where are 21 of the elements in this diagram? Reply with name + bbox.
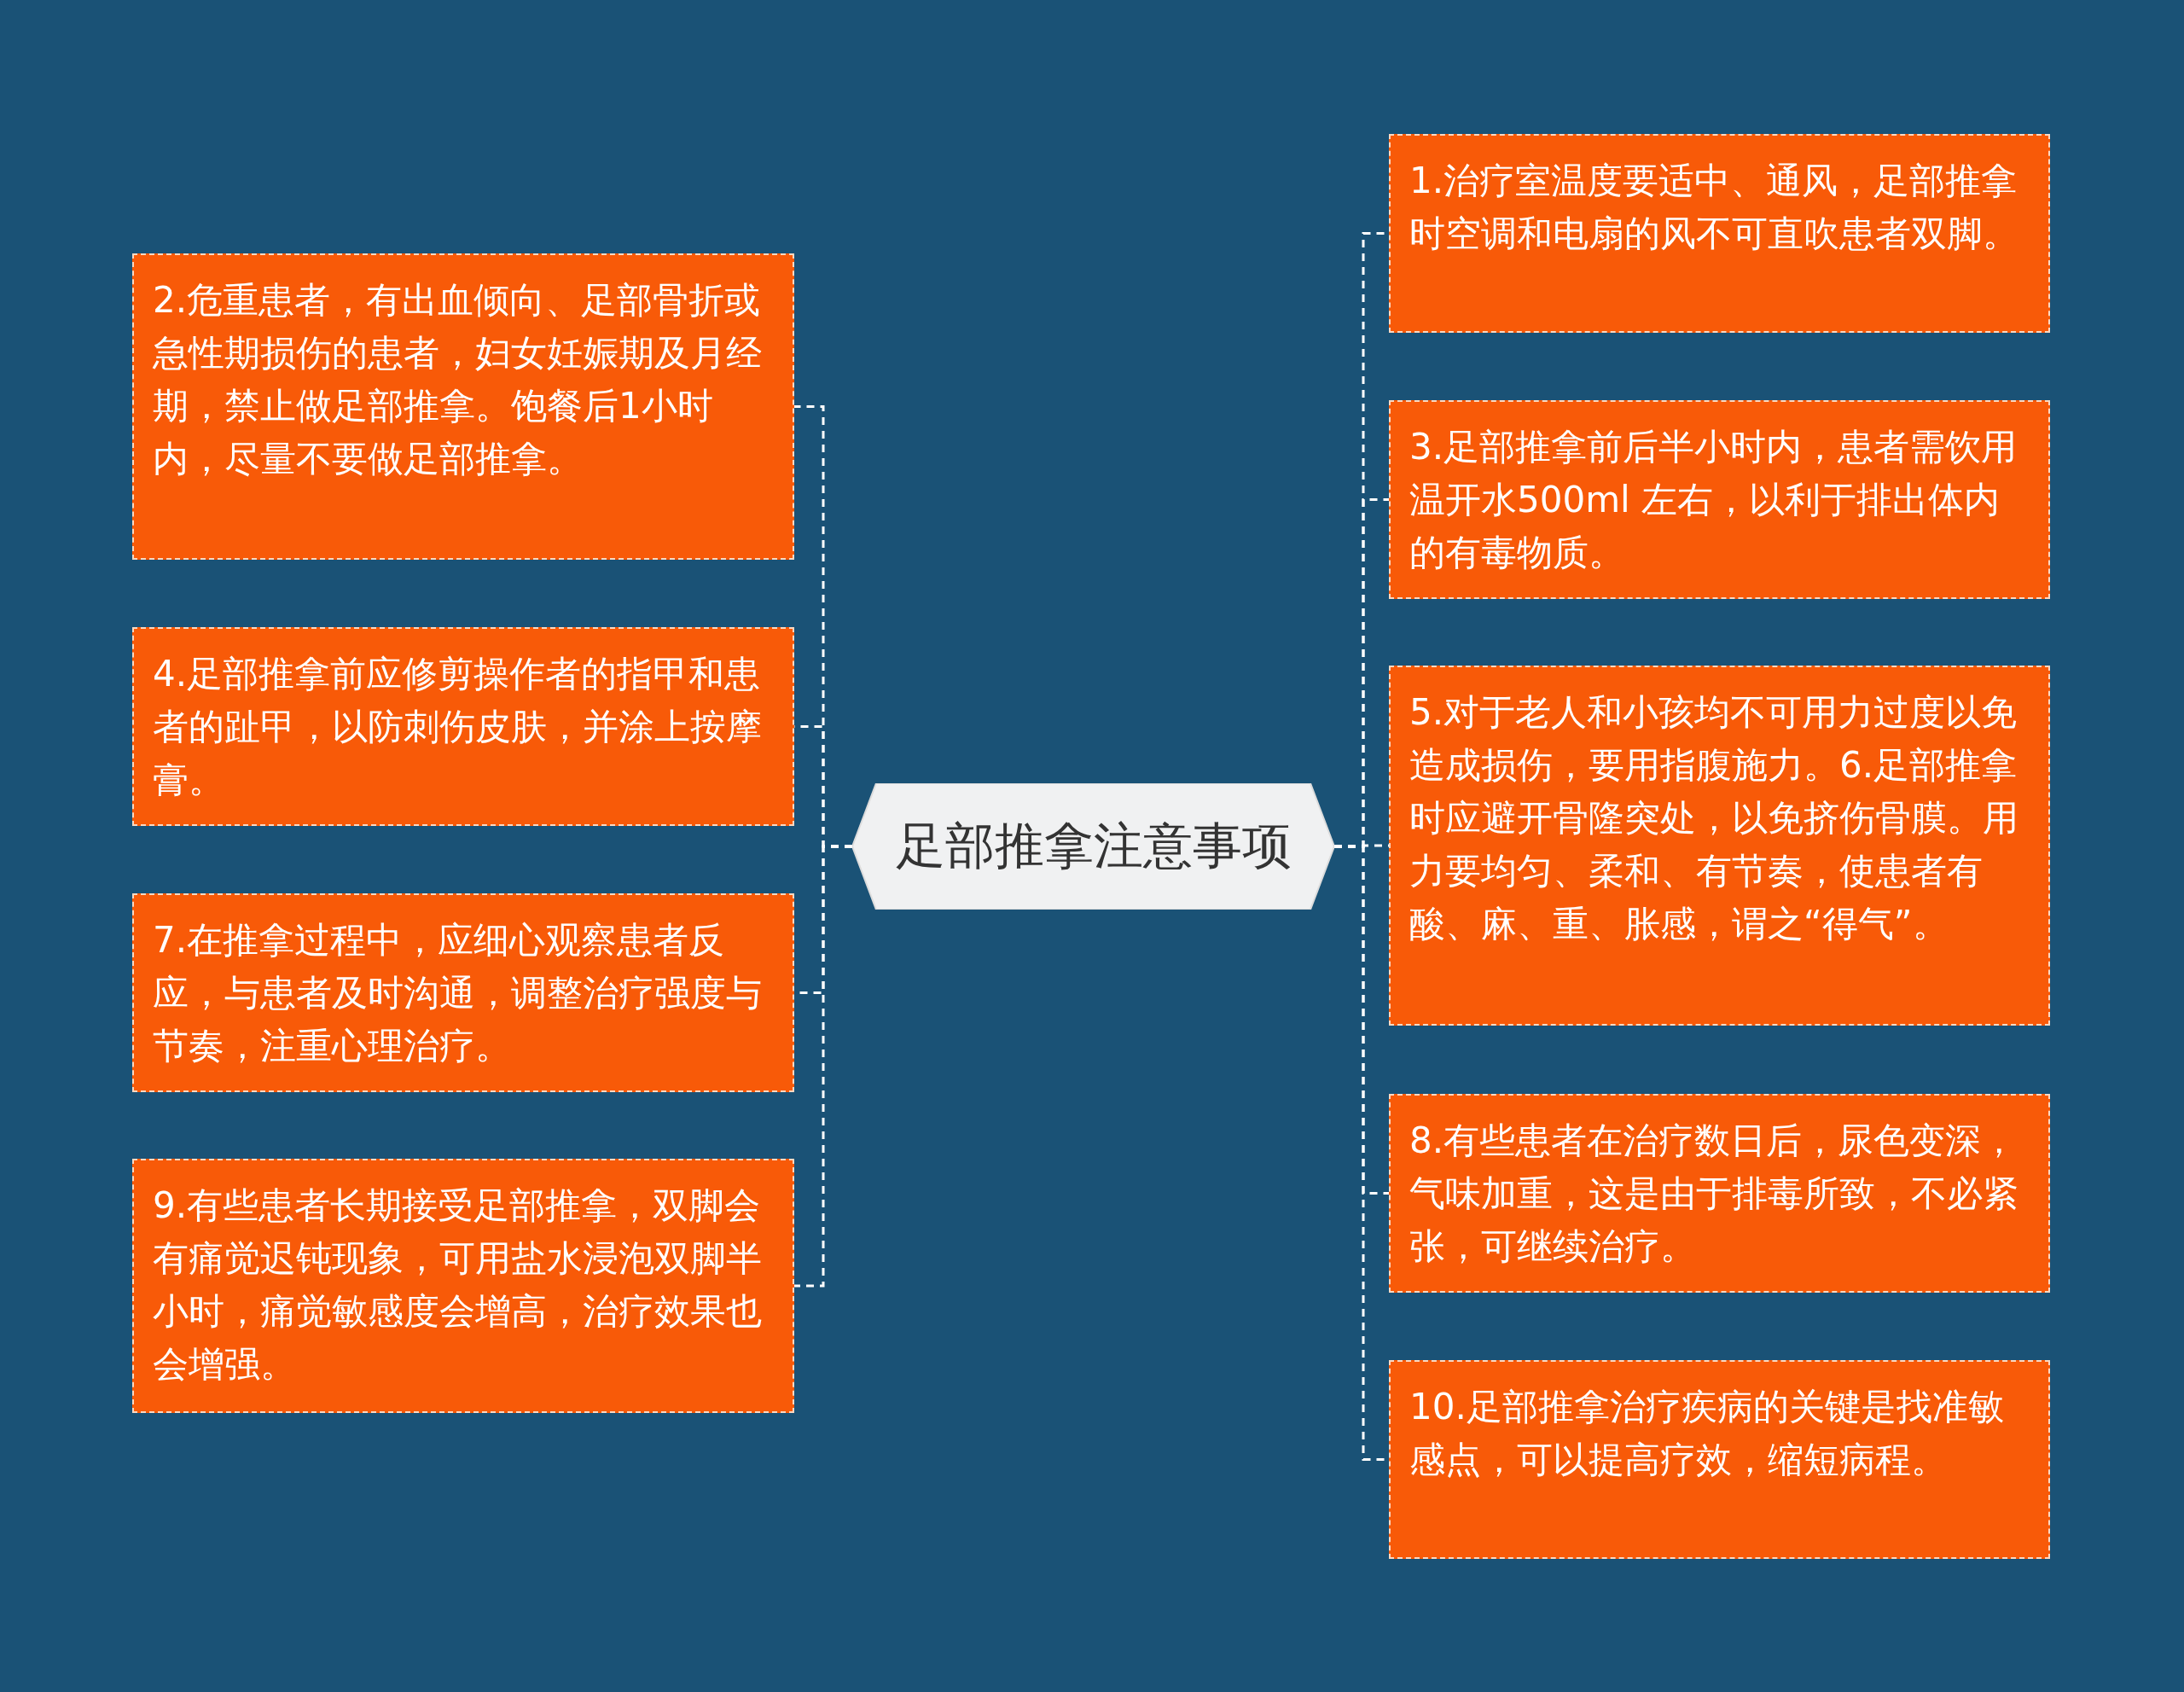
note-text: 9.有些患者长期接受足部推拿，双脚会有痛觉迟钝现象，可用盐水浸泡双脚半小时，痛觉敏感度会增高，治疗效果也会增强。: [153, 1183, 763, 1387]
note-box: [132, 1159, 794, 1413]
note-box: [132, 627, 794, 826]
note-text: 10.足部推拿治疗疾病的关键是找准敏感点，可以提高疗效，缩短病程。: [1409, 1385, 2005, 1482]
note-box: [132, 253, 794, 560]
note-box: [132, 893, 794, 1092]
note-box: [1389, 1094, 2050, 1293]
note-box: [1389, 666, 2050, 1026]
note-text: 4.足部推拿前应修剪操作者的指甲和患者的趾甲，以防刺伤皮肤，并涂上按摩膏。: [153, 652, 763, 802]
note-text: 2.危重患者，有出血倾向、足部骨折或急性期损伤的患者，妇女妊娠期及月经期，禁止做足部推拿。饱餐后1小时内，尽量不要做足部推拿。: [153, 278, 763, 481]
note-text: 7.在推拿过程中，应细心观察患者反应，与患者及时沟通，调整治疗强度与节奏，注重心理治疗。: [153, 918, 763, 1068]
topic-text: 足部推拿注意事项: [895, 816, 1292, 876]
note-box: [1389, 134, 2050, 333]
topic-hexagon: [852, 783, 1334, 910]
note-text: 3.足部推拿前后半小时内，患者需饮用温开水500ml 左右，以利于排出体内的有毒物质。: [1409, 425, 2018, 575]
note-box: [1389, 1360, 2050, 1559]
connector-line: [794, 845, 852, 1288]
note-text: 5.对于老人和小孩均不可用力过度以免造成损伤，要用指腹施力。6.足部推拿时应避开骨隆突处，以免挤伤骨膜。用力要均匀、柔和、有节奏，使患者有酸、麻、重、胀感，谓之“得气”。: [1409, 690, 2019, 946]
note-box: [1389, 400, 2050, 599]
note-text: 1.治疗室温度要适中、通风，足部推拿时空调和电扇的风不可直吹患者双脚。: [1409, 159, 2019, 256]
note-text: 8.有些患者在治疗数日后，尿色变深，气味加重，这是由于排毒所致，不必紧张，可继续治疗。: [1409, 1119, 2019, 1269]
